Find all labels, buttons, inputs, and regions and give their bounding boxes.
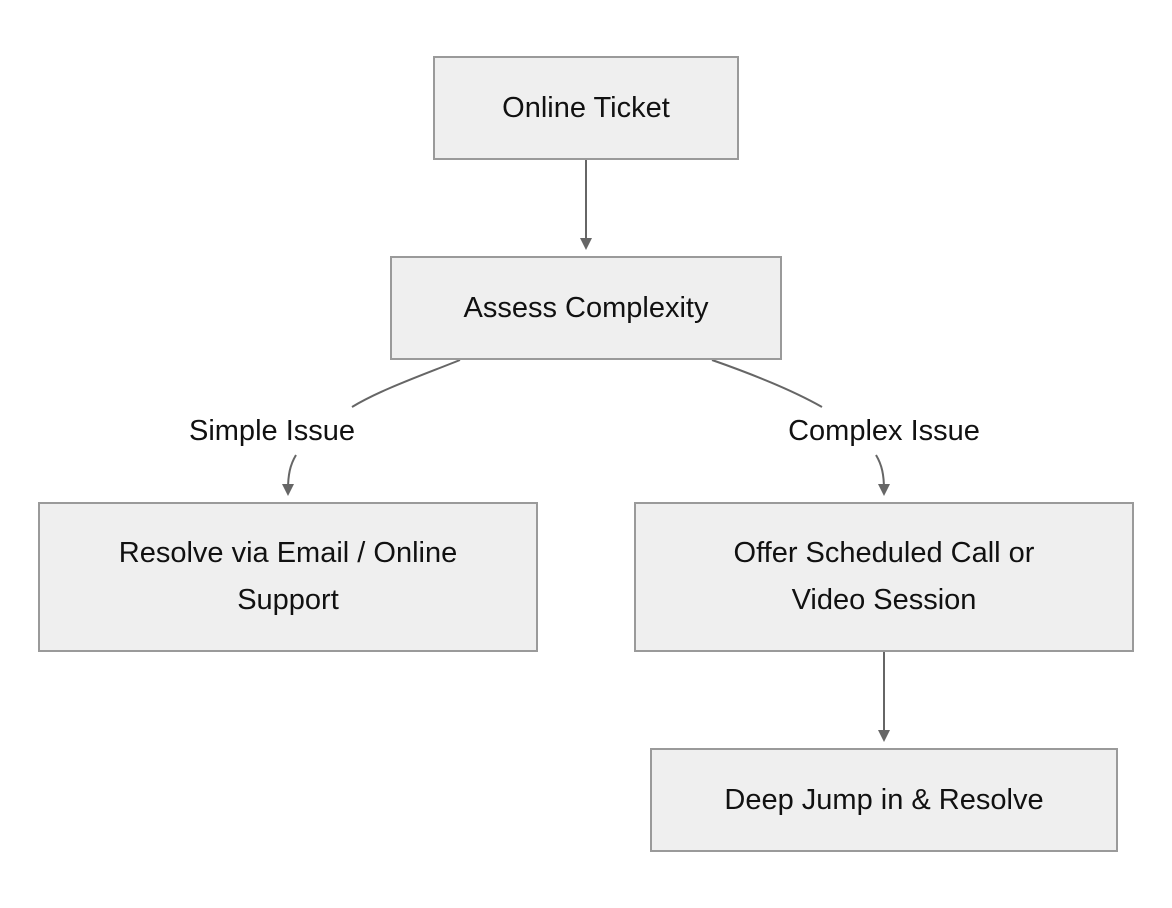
edge-assess-to-complex-label xyxy=(711,359,823,408)
node-resolve-email: Resolve via Email / Online Support xyxy=(38,502,538,652)
node-deep-jump-label: Deep Jump in & Resolve xyxy=(724,783,1044,816)
edge-complex-label-to-offer xyxy=(875,454,890,496)
node-assess-complexity: Assess Complexity xyxy=(390,256,782,360)
node-offer-call: Offer Scheduled Call or Video Session xyxy=(634,502,1134,652)
node-assess-complexity-label: Assess Complexity xyxy=(463,291,709,324)
node-deep-jump: Deep Jump in & Resolve xyxy=(650,748,1118,852)
edge-label-complex-issue: Complex Issue xyxy=(788,414,980,448)
edge-assess-to-simple-label xyxy=(351,359,461,408)
edge-simple-label-to-resolve xyxy=(282,454,297,496)
node-offer-call-label: Offer Scheduled Call or Video Session xyxy=(733,537,1035,616)
edge-label-simple-issue: Simple Issue xyxy=(188,414,356,448)
node-online-ticket-label: Online Ticket xyxy=(502,91,670,124)
node-resolve-email-label: Resolve via Email / Online Support xyxy=(118,537,458,616)
node-online-ticket: Online Ticket xyxy=(433,56,739,160)
